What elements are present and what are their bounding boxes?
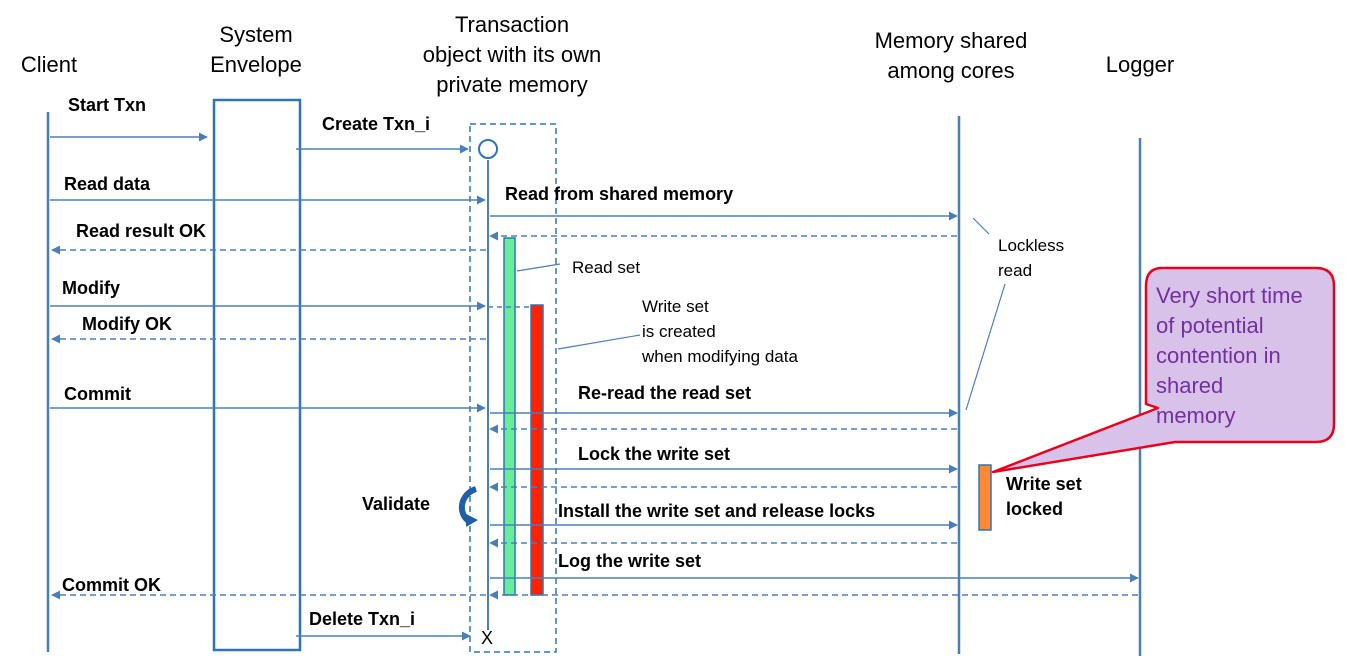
- contention-callout: Very short time of potential contention …: [991, 266, 1336, 474]
- msg-lock-ws: Lock the write set: [578, 444, 730, 464]
- note-write-set-line3: when modifying data: [641, 347, 798, 366]
- write-set-locked-bar: [978, 464, 992, 531]
- lane-header-txn-line1: Transaction: [455, 12, 569, 37]
- msg-modify-ok: Modify OK: [82, 314, 172, 334]
- callout-line1: Very short time: [1156, 283, 1303, 308]
- lane-header-envelope-line2: Envelope: [210, 52, 302, 77]
- callout-line3: contention in: [1156, 343, 1281, 368]
- msg-commit: Commit: [64, 384, 131, 404]
- write-set-bar: [530, 304, 544, 596]
- msg-read-shared: Read from shared memory: [505, 184, 733, 204]
- msg-read-result: Read result OK: [76, 221, 206, 241]
- lane-header-txn-line2: object with its own: [423, 42, 602, 67]
- leader-read-set: [516, 263, 561, 272]
- note-write-set-line2: is created: [642, 322, 716, 341]
- read-set-bar: [503, 237, 516, 596]
- curved-arrow-icon: [458, 486, 478, 527]
- lane-header-client: Client: [21, 52, 77, 77]
- txn-end-marker: X: [481, 628, 493, 648]
- note-read-set: Read set: [572, 258, 640, 277]
- leader-lockless-top: [972, 217, 990, 235]
- envelope-box: [212, 98, 302, 652]
- msg-commit-ok: Commit OK: [62, 575, 161, 595]
- note-lockless-line1: Lockless: [998, 236, 1064, 255]
- msg-modify: Modify: [62, 278, 120, 298]
- lane-header-envelope-line1: System: [219, 22, 292, 47]
- callout-line5: memory: [1156, 403, 1235, 428]
- msg-read-data: Read data: [64, 174, 151, 194]
- note-lockless-line2: read: [998, 261, 1032, 280]
- msg-validate: Validate: [362, 494, 430, 514]
- lane-header-shared-line1: Memory shared: [875, 28, 1028, 53]
- msg-install-ws: Install the write set and release locks: [558, 501, 875, 521]
- txn-object-box: [469, 123, 557, 653]
- msg-log-ws: Log the write set: [558, 551, 701, 571]
- note-ws-locked-line2: locked: [1006, 499, 1063, 519]
- msg-delete-txn: Delete Txn_i: [309, 609, 415, 629]
- msg-start-txn: Start Txn: [68, 95, 146, 115]
- callout-line4: shared: [1156, 373, 1223, 398]
- lane-header-txn-line3: private memory: [436, 72, 588, 97]
- note-ws-locked-line1: Write set: [1006, 474, 1082, 494]
- lane-header-logger: Logger: [1106, 52, 1175, 77]
- leader-lockless-bottom: [965, 283, 1006, 411]
- circle-icon: [478, 139, 498, 159]
- lane-header-shared-line2: among cores: [887, 58, 1014, 83]
- msg-create-txn: Create Txn_i: [322, 114, 430, 134]
- note-write-set-line1: Write set: [642, 297, 709, 316]
- msg-reread: Re-read the read set: [578, 383, 751, 403]
- callout-line2: of potential: [1156, 313, 1264, 338]
- leader-write-set: [557, 334, 641, 350]
